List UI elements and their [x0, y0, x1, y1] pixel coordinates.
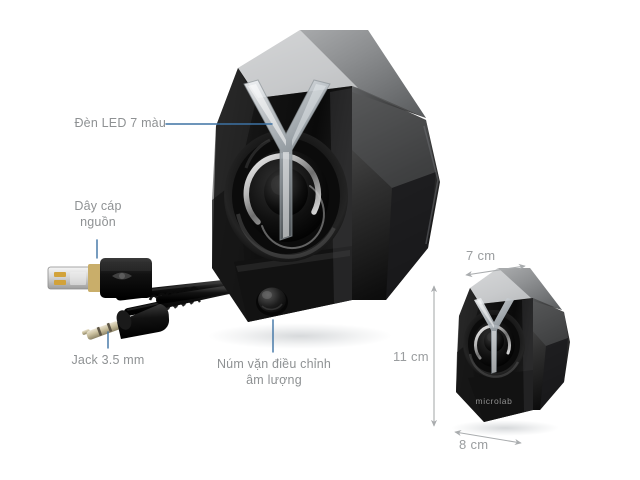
volume-knob: [256, 287, 288, 316]
small-speaker-led: [474, 298, 514, 374]
arrow-width-top: [465, 263, 526, 278]
audio-jack: [82, 284, 242, 340]
callout-label-jack: Jack 3.5 mm: [71, 353, 145, 367]
brand-logo: microlab: [476, 396, 513, 406]
arrow-depth-bottom: [454, 429, 522, 446]
main-speaker: [212, 30, 440, 322]
dimension-label-width-top: 7 cm: [466, 248, 496, 263]
leader-lines: [96, 123, 274, 353]
dimension-arrows: [430, 263, 526, 446]
dimension-label-depth-bottom: 8 cm: [459, 437, 489, 452]
callout-label-volume-knob: Núm vặn điều chỉnh âm lượng: [216, 357, 332, 387]
dimension-label-height: 11 cm: [393, 349, 429, 364]
small-speaker: microlab: [456, 268, 570, 422]
led-light-bar: [243, 79, 331, 241]
callout-label-led: Đèn LED 7 màu: [74, 116, 166, 130]
callout-label-power-cable: Dây cáp nguồn: [74, 199, 122, 229]
usb-connector: [47, 258, 152, 298]
